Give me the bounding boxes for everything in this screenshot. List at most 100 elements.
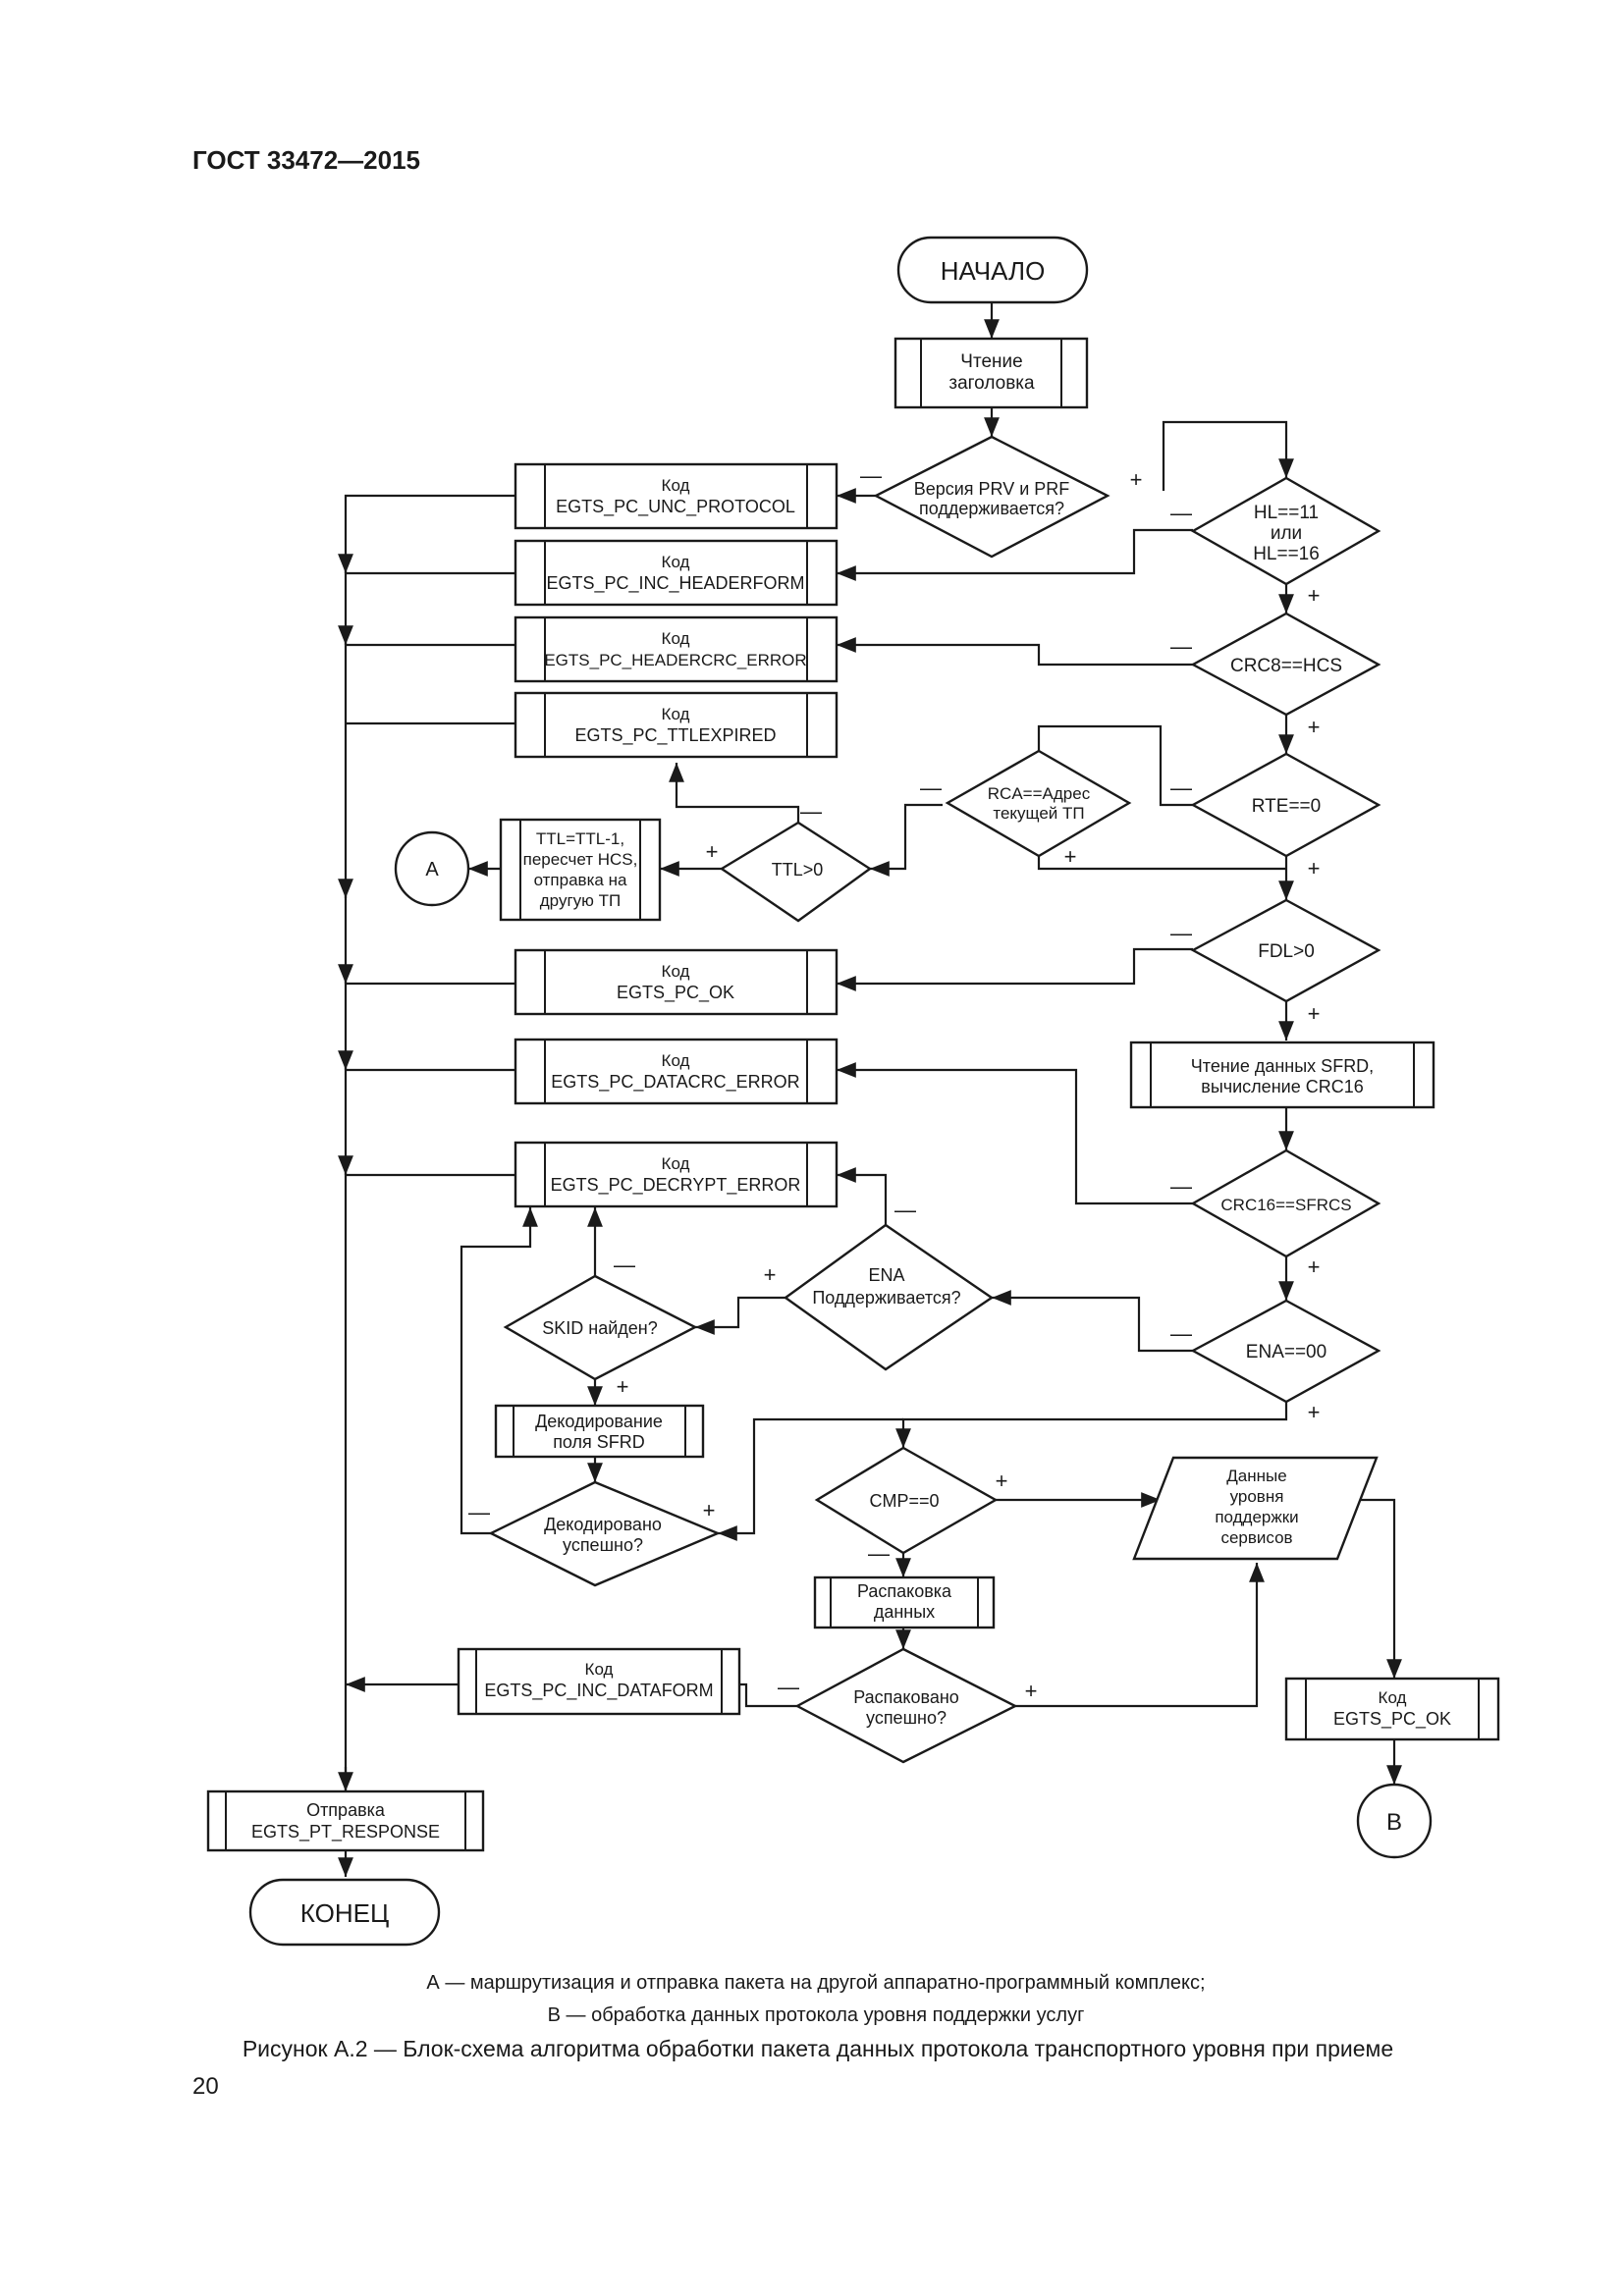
cmp-decision: [814, 1446, 999, 1555]
service-data-line3: поддержки: [1215, 1508, 1298, 1526]
code-datacrc-label: Код: [662, 1051, 690, 1070]
hl-line2: или: [1271, 523, 1302, 544]
sign-unpacked-plus: +: [1025, 1679, 1038, 1703]
code-dataform-label: Код: [585, 1660, 614, 1679]
code-ok-label: Код: [662, 962, 690, 981]
ttl-proc-line4: другую ТП: [540, 891, 621, 910]
rte-label: RTE==0: [1252, 796, 1321, 817]
crc16-decision: [1190, 1148, 1381, 1258]
sign-fdl-minus: —: [1170, 921, 1192, 945]
read-header-block: [893, 337, 1089, 409]
legend-a: А — маршрутизация и отправка пакета на д…: [426, 1972, 1206, 1994]
code-decrypt-value: EGTS_PC_DECRYPT_ERROR: [551, 1175, 801, 1196]
read-header-line1: Чтение: [960, 351, 1022, 372]
service-data-line2: уровня: [1230, 1487, 1284, 1506]
sign-decoded-minus: —: [468, 1500, 490, 1524]
decode-sfrd-line2: поля SFRD: [553, 1432, 645, 1452]
service-data-shape: [1132, 1456, 1379, 1561]
sign-rte-plus: +: [1308, 856, 1321, 881]
rca-decision: [945, 749, 1132, 858]
decoded-decision: [488, 1480, 722, 1587]
code-headercrc-label: Код: [662, 629, 690, 648]
code-ttlexpired-label: Код: [662, 705, 690, 723]
sign-fdl-plus: +: [1308, 1001, 1321, 1026]
sign-cmp-plus: +: [996, 1468, 1008, 1493]
sign-version-minus: —: [860, 463, 882, 488]
sign-version-plus: +: [1130, 467, 1143, 492]
version-line2: поддерживается?: [919, 499, 1064, 518]
hl-line1: HL==11: [1254, 503, 1319, 523]
sign-decoded-plus: +: [703, 1498, 716, 1522]
send-response-line1: Отправка: [306, 1800, 386, 1820]
fdl-label: FDL>0: [1258, 941, 1315, 962]
sign-ttl-plus: +: [706, 839, 719, 864]
code-ttlexpired-value: EGTS_PC_TTLEXPIRED: [574, 725, 776, 746]
version-line1: Версия PRV и PRF: [914, 479, 1070, 499]
ttl-decision: [719, 821, 873, 923]
unpacked-line1: Распаковано: [853, 1687, 959, 1707]
end-label: КОНЕЦ: [300, 1898, 389, 1928]
code-headerform-label: Код: [662, 553, 690, 571]
sign-crc16-minus: —: [1170, 1174, 1192, 1199]
sign-rte-minus: —: [1170, 775, 1192, 800]
start-label: НАЧАЛО: [941, 256, 1046, 286]
legend-b: В — обработка данных протокола уровня по…: [547, 2004, 1085, 2026]
rca-line2: текущей ТП: [993, 804, 1084, 823]
ena-sup-line2: Поддерживается?: [812, 1288, 960, 1308]
read-header-line2: заголовка: [948, 373, 1035, 394]
fdl-decision: [1190, 898, 1381, 1003]
figure-caption: Рисунок А.2 — Блок-схема алгоритма обраб…: [242, 2036, 1394, 2061]
service-data-line4: сервисов: [1220, 1528, 1292, 1547]
code-headercrc-value: EGTS_PC_HEADERCRC_ERROR: [544, 651, 806, 669]
crc8-label: CRC8==HCS: [1230, 656, 1342, 676]
unpack-line2: данных: [874, 1602, 935, 1622]
sign-skid-plus: +: [617, 1374, 629, 1399]
code-unc-label: Код: [662, 476, 690, 495]
sign-ena00-minus: —: [1170, 1321, 1192, 1346]
hl-line3: HL==16: [1253, 544, 1320, 564]
ttl-label: TTL>0: [772, 860, 824, 880]
unpack-line1: Распаковка: [857, 1581, 952, 1601]
ena00-label: ENA==00: [1246, 1342, 1326, 1362]
code-headerform-value: EGTS_PC_INC_HEADERFORM: [546, 573, 804, 594]
unpacked-decision: [794, 1647, 1018, 1764]
sign-crc8-minus: —: [1170, 634, 1192, 659]
sign-crc16-plus: +: [1308, 1255, 1321, 1279]
sign-ena00-plus: +: [1308, 1400, 1321, 1424]
hl-decision: [1190, 476, 1381, 586]
sign-ttl-minus: —: [800, 799, 822, 824]
page-number: 20: [192, 2073, 219, 2100]
sign-unpacked-minus: —: [778, 1675, 799, 1699]
ena-sup-line1: ENA: [868, 1265, 904, 1285]
ttl-proc-line2: пересчет HCS,: [523, 850, 638, 869]
ttl-proc-line3: отправка на: [534, 871, 627, 889]
send-response-line2: EGTS_PT_RESPONSE: [251, 1822, 440, 1842]
cmp-label: CMP==0: [869, 1491, 939, 1511]
document-header: ГОСТ 33472—2015: [192, 145, 420, 175]
start-terminator: [896, 236, 1089, 304]
unpacked-line2: успешно?: [866, 1708, 947, 1728]
rte-decision: [1190, 752, 1381, 858]
sign-enasup-plus: +: [764, 1262, 777, 1287]
sign-rca-minus: —: [920, 775, 942, 800]
code-unc-value: EGTS_PC_UNC_PROTOCOL: [556, 497, 795, 517]
sign-hl-minus: —: [1170, 501, 1192, 525]
read-sfrd-line1: Чтение данных SFRD,: [1191, 1056, 1374, 1076]
code-ok-right-value: EGTS_PC_OK: [1333, 1709, 1451, 1730]
sign-hl-plus: +: [1308, 583, 1321, 608]
ttl-proc-line1: TTL=TTL-1,: [536, 829, 624, 848]
connector-b-label: B: [1386, 1809, 1402, 1836]
code-dataform-value: EGTS_PC_INC_DATAFORM: [484, 1681, 713, 1701]
sign-enasup-minus: —: [894, 1198, 916, 1222]
sign-skid-minus: —: [614, 1253, 635, 1277]
decode-sfrd-line1: Декодирование: [535, 1412, 663, 1431]
connector-a: [394, 830, 470, 907]
skid-decision: [503, 1274, 698, 1381]
read-sfrd-line2: вычисление CRC16: [1201, 1077, 1363, 1096]
sign-crc8-plus: +: [1308, 715, 1321, 739]
code-ok-value: EGTS_PC_OK: [617, 983, 734, 1003]
decoded-line1: Декодировано: [544, 1515, 662, 1534]
sign-rca-plus: +: [1064, 844, 1077, 869]
ena00-decision: [1190, 1299, 1381, 1404]
